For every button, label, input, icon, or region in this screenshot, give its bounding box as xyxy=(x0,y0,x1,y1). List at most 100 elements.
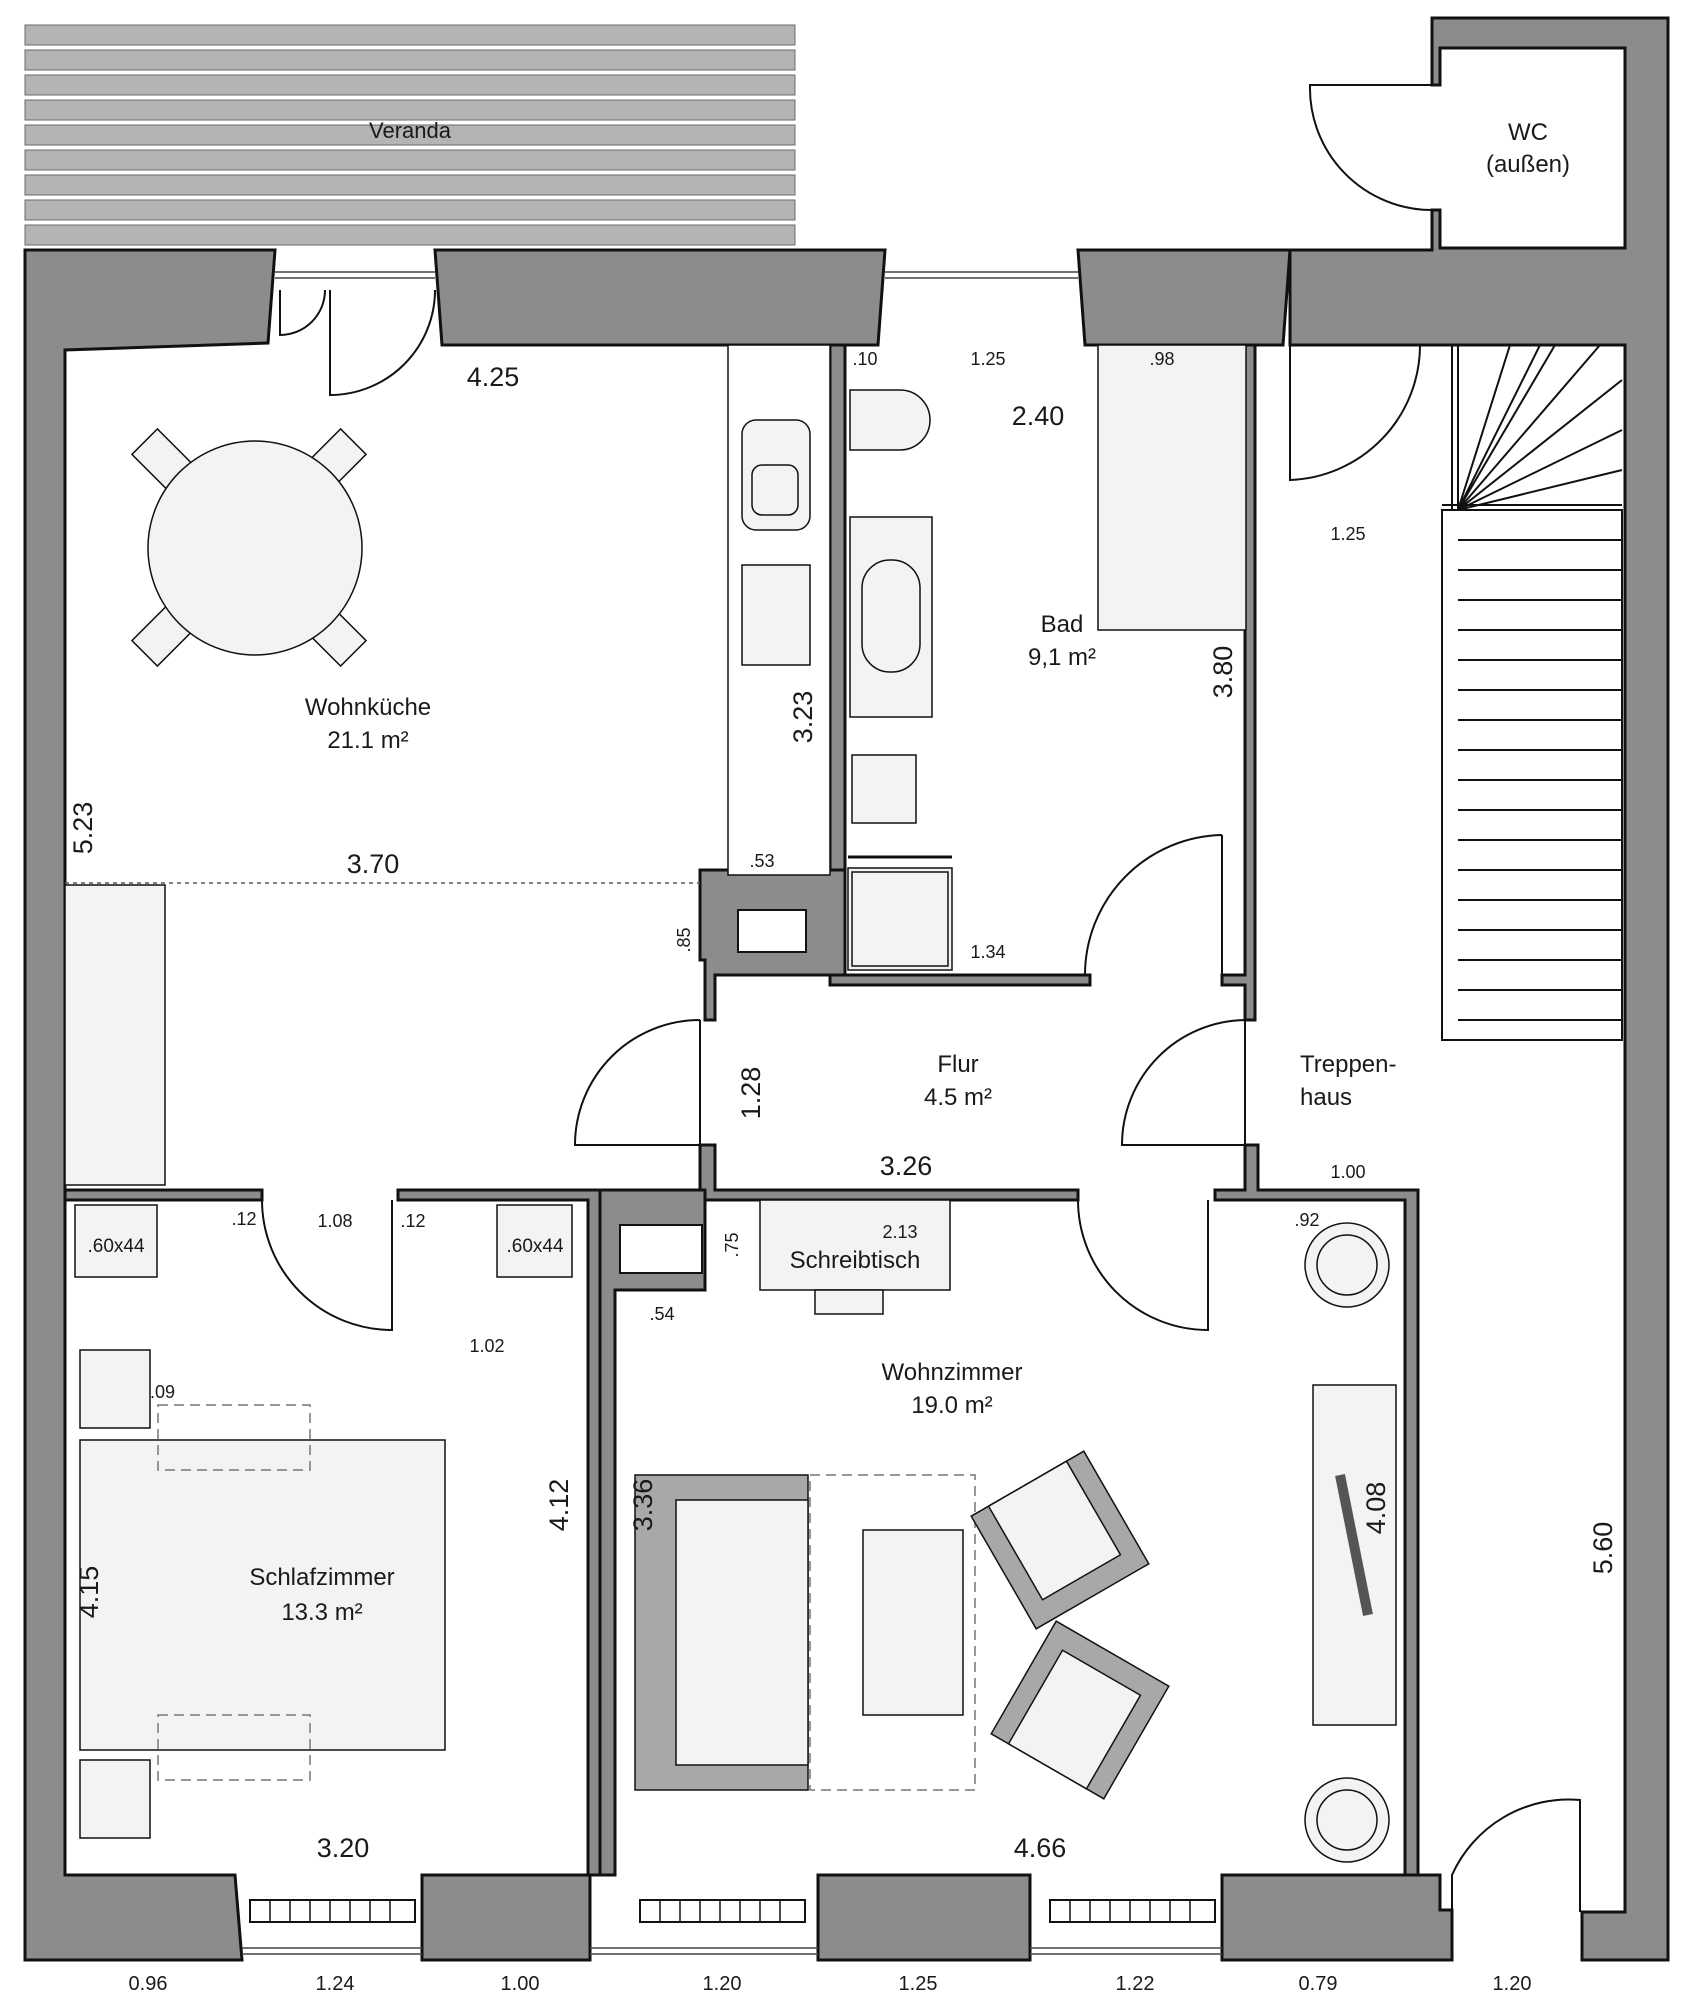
wall-wc xyxy=(1288,16,1670,1962)
bed xyxy=(79,1439,446,1751)
wc-note: (außen) xyxy=(1486,151,1570,178)
bidet xyxy=(851,754,917,824)
dim-liv-height-right: 4.08 xyxy=(1361,1482,1391,1535)
kitchen-cabinet xyxy=(64,884,166,1186)
radiators xyxy=(249,1899,1216,1923)
dim-bath-b: 1.25 xyxy=(970,349,1005,369)
bathtub xyxy=(1097,344,1247,631)
bottom-dim: 0.96 xyxy=(129,1973,168,1995)
dim-kitchen-height: 5.23 xyxy=(68,802,98,855)
dim-liv-a: .75 xyxy=(722,1232,742,1257)
shaft-box xyxy=(737,909,807,953)
door-veranda-left xyxy=(279,289,326,337)
dim-bath-bottom: 1.34 xyxy=(970,942,1005,962)
kitchen-area: 21.1 m² xyxy=(327,727,408,754)
bedroom-tables xyxy=(74,1204,573,1839)
basin xyxy=(861,559,921,673)
bottom-dim: 0.79 xyxy=(1299,1973,1338,1995)
coffee-table xyxy=(862,1529,964,1716)
dim-hall-width: 3.26 xyxy=(880,1151,933,1181)
door-hall-right xyxy=(1120,1019,1246,1146)
desk-chair xyxy=(814,1289,884,1315)
rug xyxy=(809,1474,976,1791)
dim-bed-a: .12 xyxy=(231,1209,256,1229)
door-exit xyxy=(1451,1798,1581,1912)
dim-liv-b: 2.13 xyxy=(882,1222,917,1242)
dim-bath-height: 3.80 xyxy=(1208,646,1238,699)
doors xyxy=(261,84,1581,1912)
dim-kitchen-width: 3.70 xyxy=(347,849,400,879)
living-furniture xyxy=(619,1199,1397,1863)
door-living xyxy=(1077,1199,1209,1332)
wall-bottom-a xyxy=(420,1873,592,1962)
door-wc xyxy=(1308,84,1433,211)
stairs-label-1: Treppen- xyxy=(1300,1051,1397,1078)
bottom-dim: 1.20 xyxy=(703,1973,742,1995)
door-bath xyxy=(1084,834,1223,976)
staircase xyxy=(1441,344,1623,1041)
hall-area: 4.5 m² xyxy=(924,1084,992,1111)
wall-left xyxy=(23,248,277,1962)
wc-label: WC xyxy=(1508,119,1548,146)
dim-bed-c: 1.02 xyxy=(469,1336,504,1356)
dim-counter-height: 3.23 xyxy=(788,691,818,744)
veranda-label: Veranda xyxy=(369,118,452,143)
tv xyxy=(1335,1474,1373,1616)
shower xyxy=(847,867,953,971)
wall-top-right xyxy=(1076,248,1292,347)
radiator-ribs xyxy=(269,1900,1191,1922)
dim-stair-width: 1.25 xyxy=(1330,524,1365,544)
nightstand-left-label: .60x44 xyxy=(87,1236,144,1257)
door-veranda-right xyxy=(329,289,436,397)
desk-label: Schreibtisch xyxy=(790,1247,921,1274)
dim-stair-door: 1.00 xyxy=(1330,1162,1365,1182)
dim-bed-b: .12 xyxy=(400,1211,425,1231)
bedroom-area: 13.3 m² xyxy=(281,1599,362,1626)
wall-hall-bottom-right xyxy=(1213,1143,1420,1877)
living-label: Wohnzimmer xyxy=(882,1359,1023,1386)
bath-fixtures xyxy=(847,344,1247,971)
bottom-dim: 1.00 xyxy=(501,1973,540,1995)
window-lines xyxy=(242,271,1222,1955)
dim-liv-width: 4.66 xyxy=(1014,1833,1067,1863)
desk xyxy=(759,1199,951,1291)
wall-top-mid xyxy=(433,248,887,347)
dim-bath-d: .98 xyxy=(1149,349,1174,369)
dim-bath-a: .10 xyxy=(852,349,877,369)
hall-label: Flur xyxy=(937,1051,978,1078)
wall-kitchen-bath xyxy=(828,343,1092,987)
veranda-deck xyxy=(24,24,796,246)
dim-liv-c: .54 xyxy=(649,1304,674,1324)
stairs-label-2: haus xyxy=(1300,1084,1352,1111)
bath-label: Bad xyxy=(1041,611,1084,638)
dim-stair-length: 5.60 xyxy=(1588,1522,1618,1575)
door-bedroom xyxy=(261,1199,393,1332)
kitchen-counter xyxy=(727,344,831,876)
dimension-labels: 4.25 5.23 3.70 3.23 .53 .85 .10 1.25 2.4… xyxy=(68,349,1618,1863)
bottom-dim: 1.20 xyxy=(1493,1973,1532,1995)
wall-bed-top xyxy=(63,1188,264,1202)
bed-pillows xyxy=(157,1404,311,1781)
door-stair-top xyxy=(1289,344,1421,482)
dim-bed-height-left: 4.15 xyxy=(74,1566,104,1619)
dim-bed-height-right: 4.12 xyxy=(544,1479,574,1532)
dim-bed-width: 3.20 xyxy=(317,1833,370,1863)
dim-liv-d: .92 xyxy=(1294,1210,1319,1230)
room-labels: WC (außen) Wohnküche 21.1 m² Bad 9,1 m² … xyxy=(87,119,1570,1626)
bottom-dim: 1.24 xyxy=(316,1973,355,1995)
dim-bath-c: 2.40 xyxy=(1012,401,1065,431)
dim-counter-width: .53 xyxy=(749,851,774,871)
door-hall-left xyxy=(573,1019,701,1146)
dim-kitchen-top: 4.25 xyxy=(467,362,520,392)
dim-bed-d: .09 xyxy=(150,1382,175,1402)
nightstand-right-label: .60x44 xyxy=(506,1236,563,1257)
wall-bottom-c xyxy=(1220,1873,1454,1962)
bath-area: 9,1 m² xyxy=(1028,644,1096,671)
wall-bottom-b xyxy=(816,1873,1032,1962)
dim-bed-door: 1.08 xyxy=(317,1211,352,1231)
dim-hall-height: 1.28 xyxy=(736,1067,766,1120)
bottom-dimensions: 0.96 1.24 1.00 1.20 1.25 1.22 0.79 1.20 xyxy=(129,1973,1532,1995)
kitchen-label: Wohnküche xyxy=(305,694,431,721)
living-area: 19.0 m² xyxy=(911,1392,992,1419)
bottom-dim: 1.25 xyxy=(899,1973,938,1995)
